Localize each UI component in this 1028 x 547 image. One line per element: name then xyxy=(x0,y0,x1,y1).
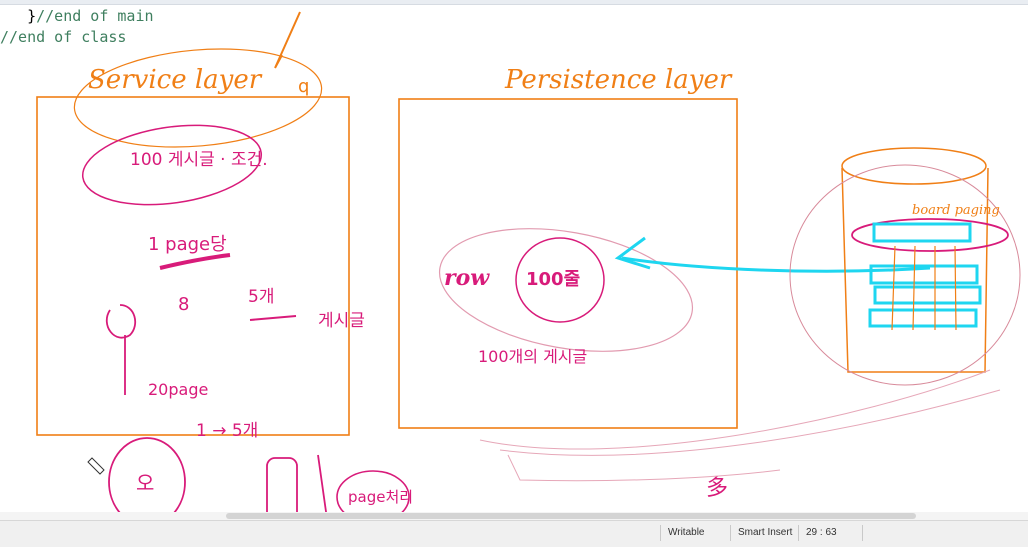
checkmark-icon xyxy=(274,11,301,69)
code-line-1: }//end of main xyxy=(27,7,154,25)
count-circle xyxy=(81,124,263,206)
hundred-posts-label: 100개의 게시글 xyxy=(478,347,587,366)
svg-text:오: 오 xyxy=(136,471,154,495)
five-items-label: 5개 xyxy=(248,287,274,307)
service-layer-label: Service layer xyxy=(88,65,263,95)
svg-text:q: q xyxy=(298,76,309,97)
twenty-pages-label: 20page xyxy=(148,380,208,399)
svg-text:8: 8 xyxy=(178,294,189,315)
service-layer-box xyxy=(36,96,350,436)
board-paging-label: board paging xyxy=(912,203,1000,218)
cyan-arrow xyxy=(621,256,931,273)
count-label: 100 게시글 · 조건. xyxy=(130,150,268,170)
persistence-layer-label: Persistence layer xyxy=(504,65,733,95)
row-circle xyxy=(515,237,605,323)
per-page-label: 1 page당 xyxy=(148,234,227,255)
row-label: row xyxy=(444,265,490,291)
persistence-layer-box xyxy=(398,98,738,429)
scrollbar-thumb[interactable] xyxy=(226,513,916,519)
svg-text:多: 多 xyxy=(706,476,728,501)
writable-status: Writable xyxy=(668,527,705,538)
arrow-five-label: 1 → 5개 xyxy=(196,421,258,441)
code-editor[interactable]: }//end of main //end of class xyxy=(0,6,154,48)
insert-mode-status: Smart Insert xyxy=(738,527,793,538)
editor-tab-strip xyxy=(0,0,1028,5)
database-circle xyxy=(789,164,1021,386)
service-label-circle xyxy=(73,48,323,148)
page-query-label: page처리 xyxy=(348,488,413,506)
status-bar: Writable Smart Insert 29 : 63 xyxy=(0,520,1028,547)
horizontal-scrollbar[interactable] xyxy=(0,512,1028,520)
row-100-label: 100줄 xyxy=(526,269,580,290)
code-line-2: //end of class xyxy=(0,28,127,46)
posts-label: 게시글 xyxy=(318,311,365,331)
database-top xyxy=(841,147,987,185)
cursor-position: 29 : 63 xyxy=(806,527,837,538)
pencil-cursor-icon xyxy=(87,457,105,475)
